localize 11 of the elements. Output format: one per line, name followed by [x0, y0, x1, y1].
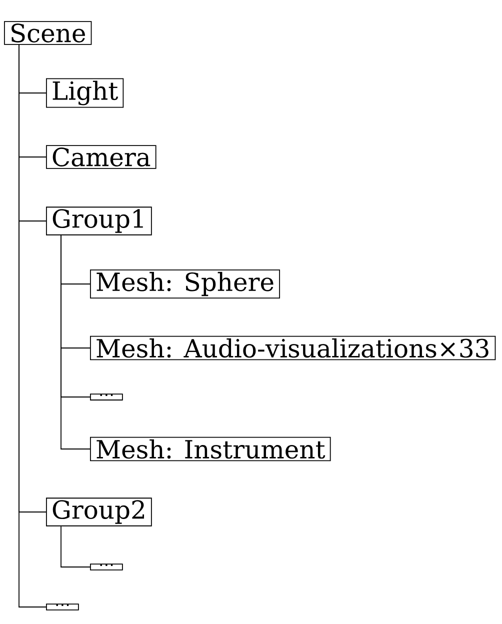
tree-node-box: Mesh: Instrument: [90, 436, 331, 462]
tree-connector: [18, 44, 46, 608]
tree-node-box: Camera: [46, 145, 156, 169]
tree-node-box: Mesh: Sphere: [90, 269, 280, 299]
tree-connector: [60, 234, 90, 450]
tree-node-box: Scene: [4, 21, 92, 45]
tree-connector: [60, 526, 90, 568]
tree-node-box: Group1: [46, 206, 152, 236]
tree-node-box: Mesh: Audio-visualizations×33: [90, 336, 496, 360]
tree-node-box: Light: [46, 78, 124, 108]
tree-node-box: Group2: [46, 498, 152, 526]
